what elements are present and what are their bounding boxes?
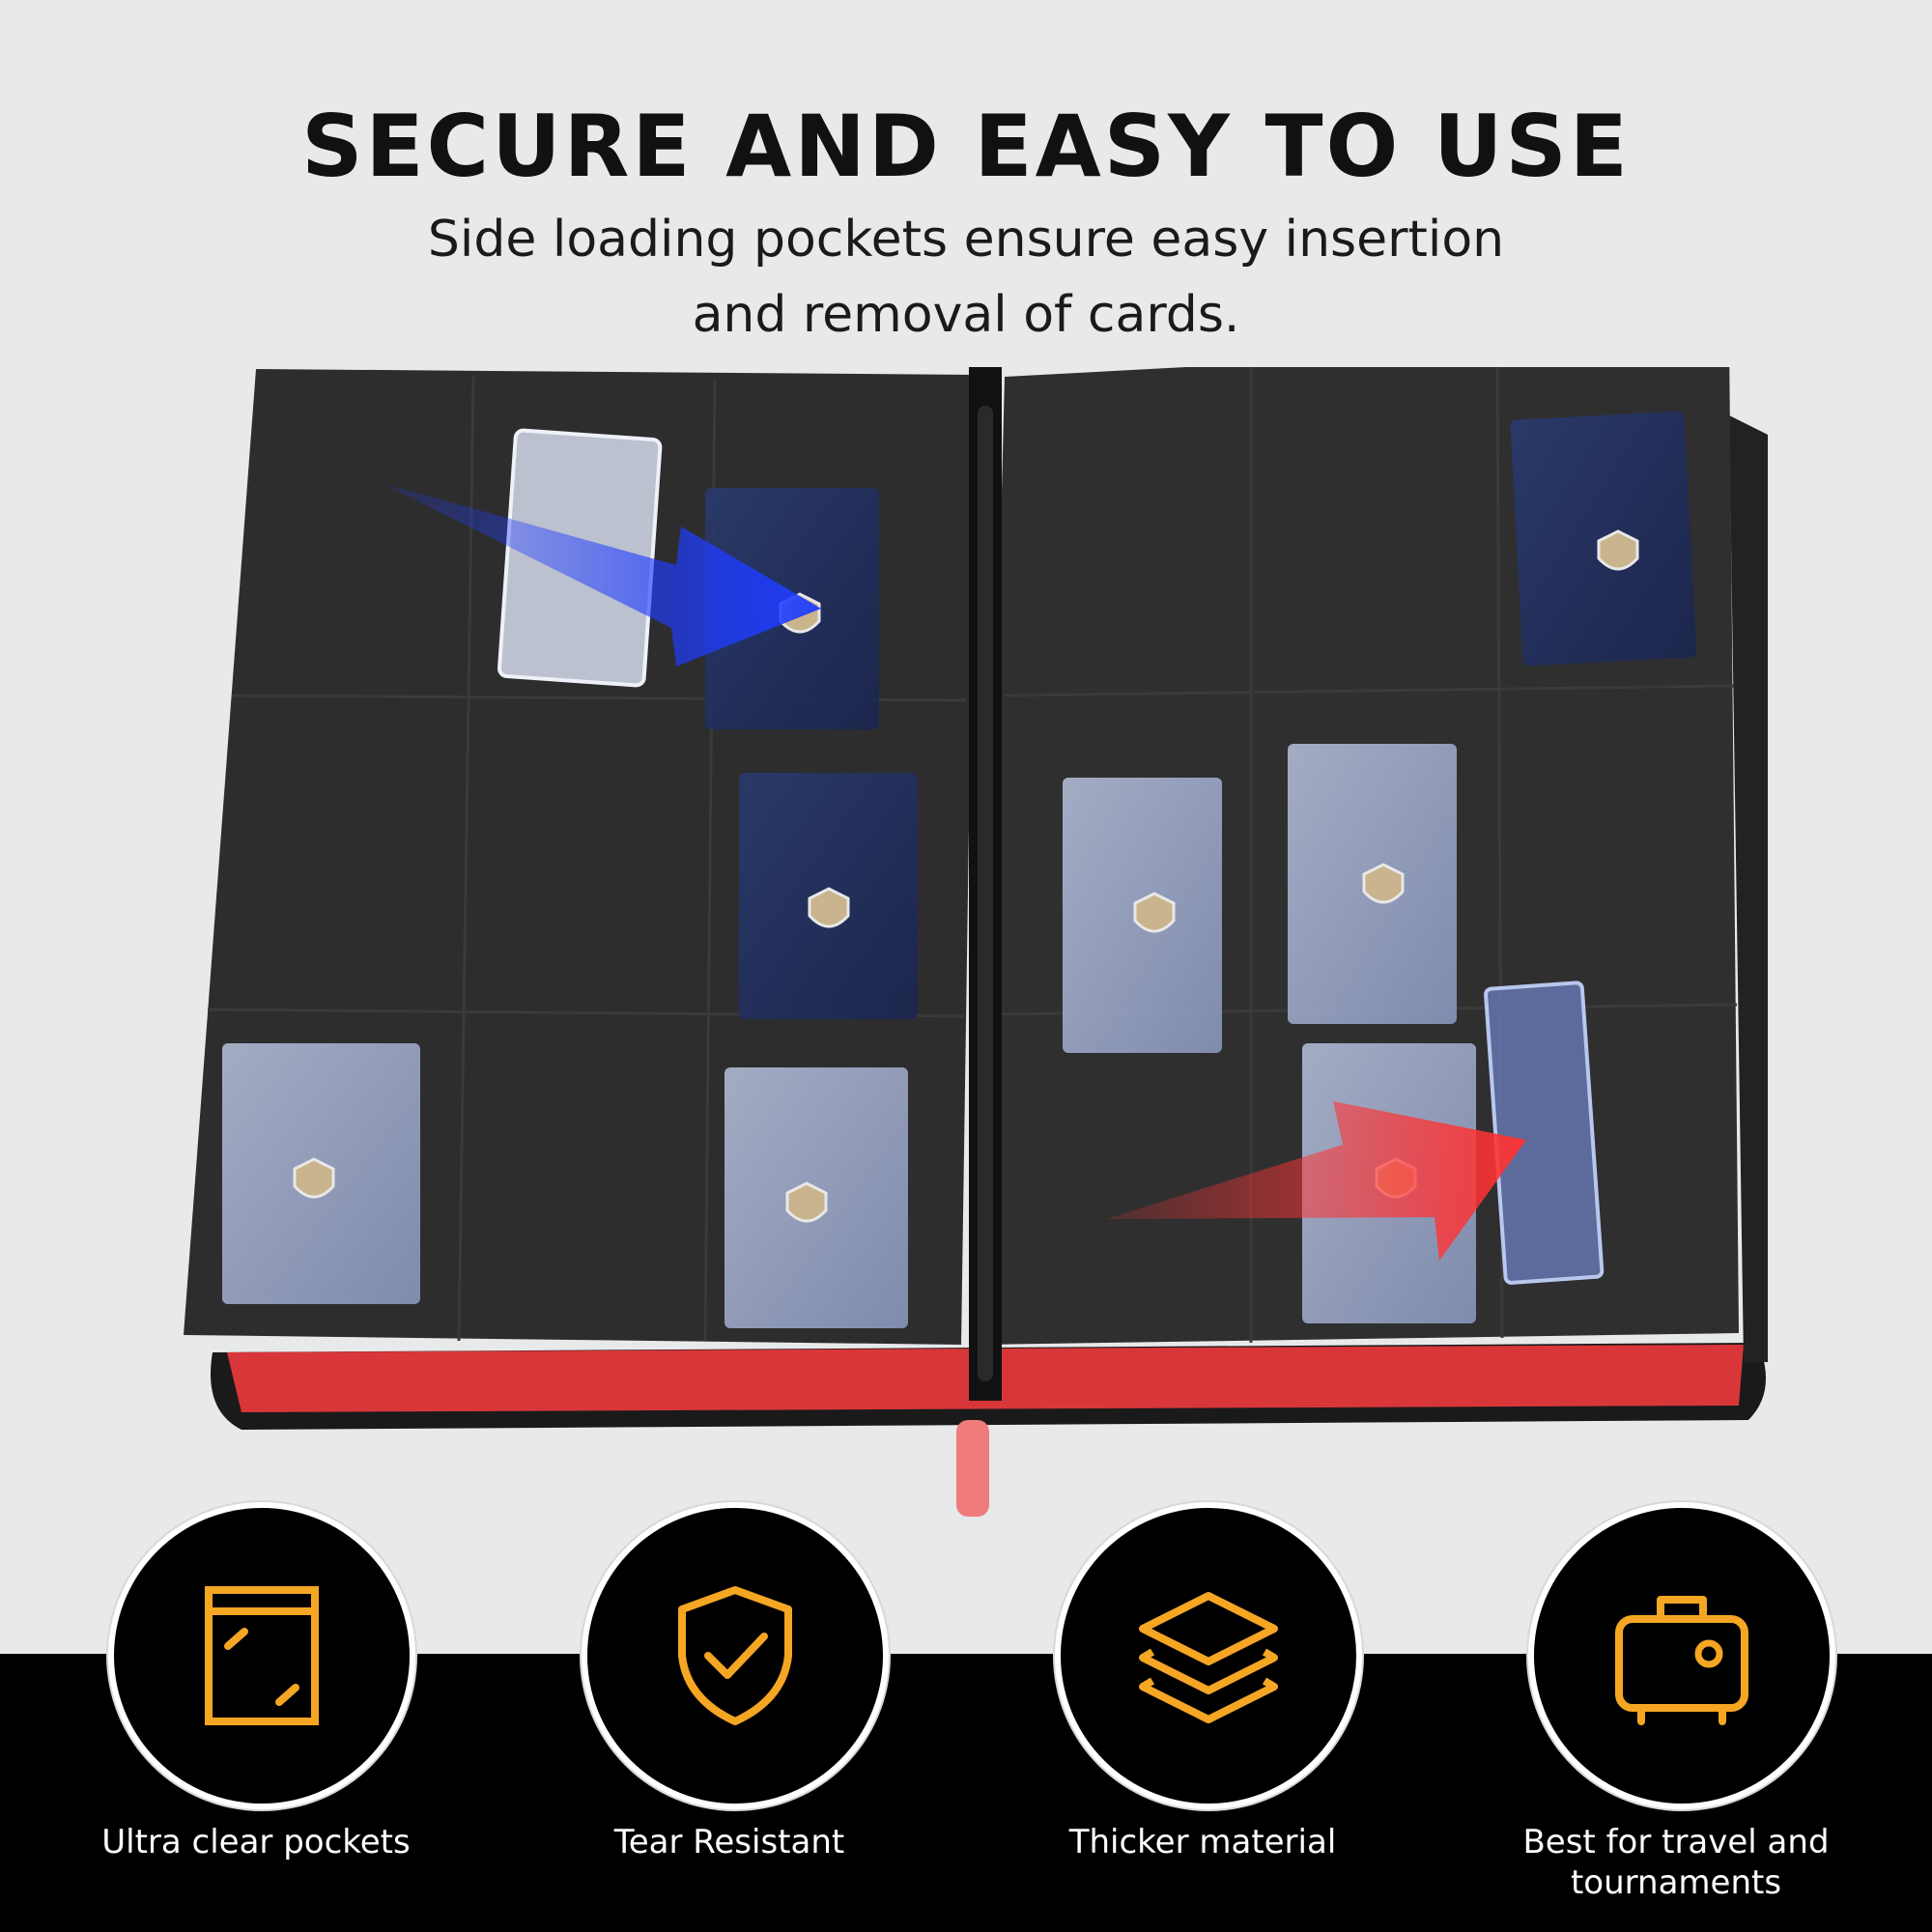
suitcase-icon — [1615, 1596, 1748, 1725]
shield-check-icon — [678, 1586, 792, 1725]
feature-circle — [1528, 1502, 1835, 1809]
subtitle-line-2: and removal of cards. — [692, 286, 1240, 344]
feature-label: Tear Resistant — [613, 1823, 845, 1861]
blue-insert-arrow — [382, 483, 821, 667]
subtitle-line-1: Side loading pockets ensure easy inserti… — [427, 211, 1505, 269]
binder-product-image — [184, 367, 1768, 1517]
clear-pocket-icon — [205, 1586, 319, 1725]
feature-clear-pockets — [108, 1502, 415, 1809]
feature-label: Best for travel and tournaments — [1522, 1823, 1830, 1902]
page-title: SECURE AND EASY TO USE — [301, 97, 1631, 196]
feature-thicker-material — [1055, 1502, 1362, 1809]
feature-travel — [1528, 1502, 1835, 1809]
zipper-pull — [956, 1420, 989, 1517]
feature-tear-resistant — [582, 1502, 889, 1809]
feature-label: Ultra clear pockets — [101, 1823, 411, 1861]
feature-circle — [582, 1502, 889, 1809]
red-insert-arrow — [1106, 1101, 1526, 1261]
feature-circle — [108, 1502, 415, 1809]
feature-circle — [1055, 1502, 1362, 1809]
feature-label: Thicker material — [1068, 1823, 1337, 1861]
layers-icon — [1139, 1592, 1278, 1723]
loose-card — [1484, 980, 1605, 1285]
